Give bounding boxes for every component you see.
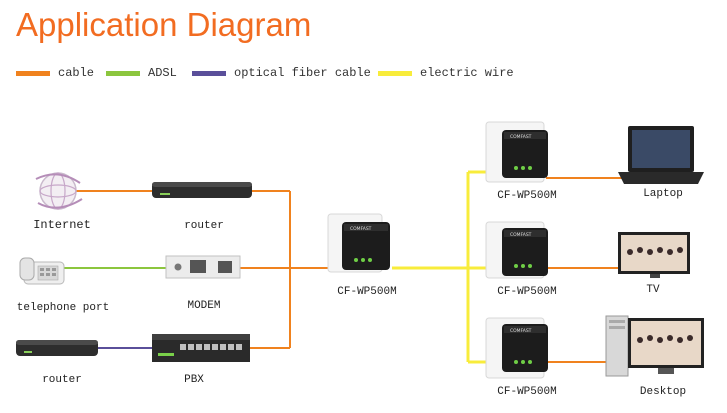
globe-icon bbox=[35, 172, 83, 210]
legend-swatch-electric bbox=[378, 70, 412, 76]
connections bbox=[64, 170, 622, 364]
laptop-icon bbox=[618, 126, 704, 184]
adapter-center-label: CF-WP500M bbox=[337, 286, 397, 298]
telephone-icon bbox=[19, 257, 65, 285]
powerline-adapter-icon-bottom: COMFAST bbox=[485, 317, 548, 379]
router-top-label: router bbox=[184, 220, 224, 232]
pbx-label: PBX bbox=[184, 374, 204, 386]
adapter-top-label: CF-WP500M bbox=[497, 190, 557, 202]
brand-text-bottom: COMFAST bbox=[510, 328, 532, 334]
brand-text-top: COMFAST bbox=[510, 134, 532, 140]
legend-label-fiber: optical fiber cable bbox=[234, 66, 371, 80]
brand-text-center: COMFAST bbox=[350, 226, 372, 232]
powerline-adapter-icon-top: COMFAST bbox=[485, 121, 548, 183]
page-title: Application Diagram bbox=[16, 6, 312, 43]
powerline-adapter-icon-center: COMFAST bbox=[327, 213, 390, 273]
router-icon-top bbox=[152, 182, 252, 198]
router-bottom-label: router bbox=[42, 374, 82, 386]
modem-label: MODEM bbox=[187, 300, 221, 312]
legend-item-cable: cable bbox=[16, 65, 94, 81]
desktop-label: Desktop bbox=[639, 386, 687, 398]
desktop-icon bbox=[605, 315, 704, 377]
legend-label-electric: electric wire bbox=[420, 66, 514, 80]
laptop-label: Laptop bbox=[643, 188, 683, 200]
switch-icon bbox=[152, 334, 250, 362]
legend-item-fiber: optical fiber cable bbox=[192, 65, 371, 81]
adapter-bottom-label: CF-WP500M bbox=[497, 386, 557, 398]
internet-label: Internet bbox=[33, 218, 91, 232]
modem-icon bbox=[165, 255, 241, 279]
legend-label-adsl: ADSL bbox=[148, 66, 177, 80]
powerline-adapter-icon-mid: COMFAST bbox=[485, 221, 548, 279]
legend-item-electric: electric wire bbox=[378, 65, 514, 81]
tv-label: TV bbox=[646, 284, 660, 296]
legend-swatch-adsl bbox=[106, 70, 140, 76]
tv-icon bbox=[618, 232, 690, 278]
legend-swatch-cable bbox=[16, 70, 50, 76]
legend-label-cable: cable bbox=[58, 66, 95, 80]
telephone-label: telephone port bbox=[16, 302, 110, 314]
legend-swatch-fiber bbox=[192, 70, 226, 76]
legend-item-adsl: ADSL bbox=[106, 65, 177, 81]
adapter-mid-label: CF-WP500M bbox=[497, 286, 557, 298]
brand-text-mid: COMFAST bbox=[510, 232, 532, 238]
router-icon-bottom bbox=[16, 340, 98, 356]
